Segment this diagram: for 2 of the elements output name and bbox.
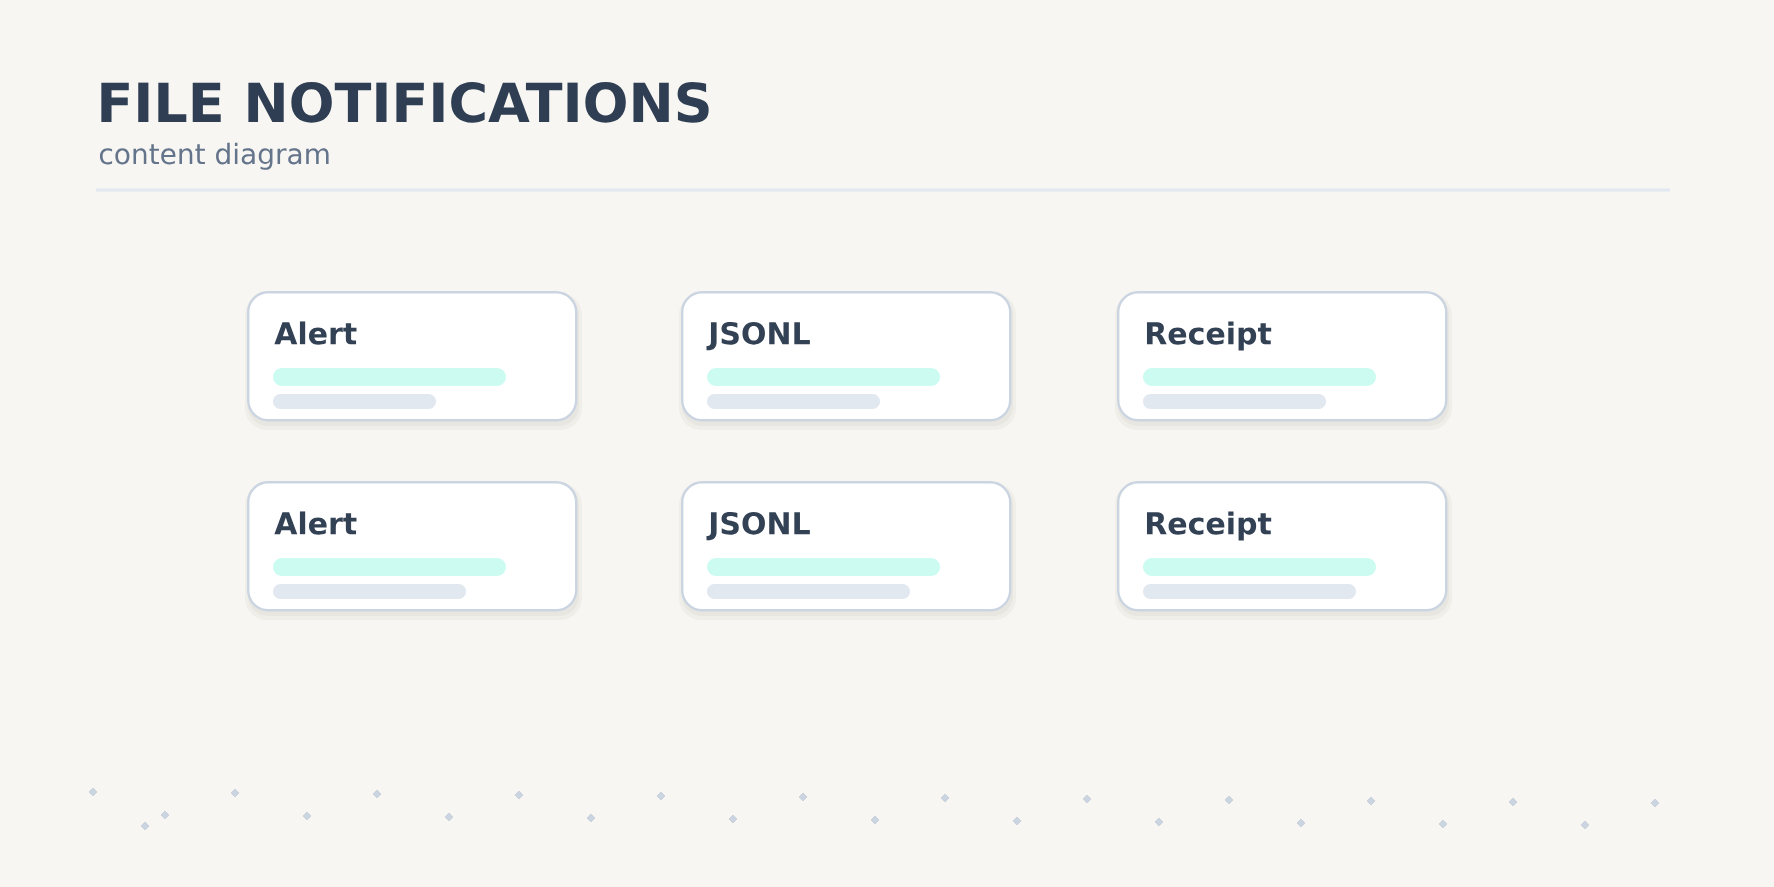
heading: FILE NOTIFICATIONS (101, 81, 709, 123)
subtitle: content diagram (99, 142, 329, 170)
